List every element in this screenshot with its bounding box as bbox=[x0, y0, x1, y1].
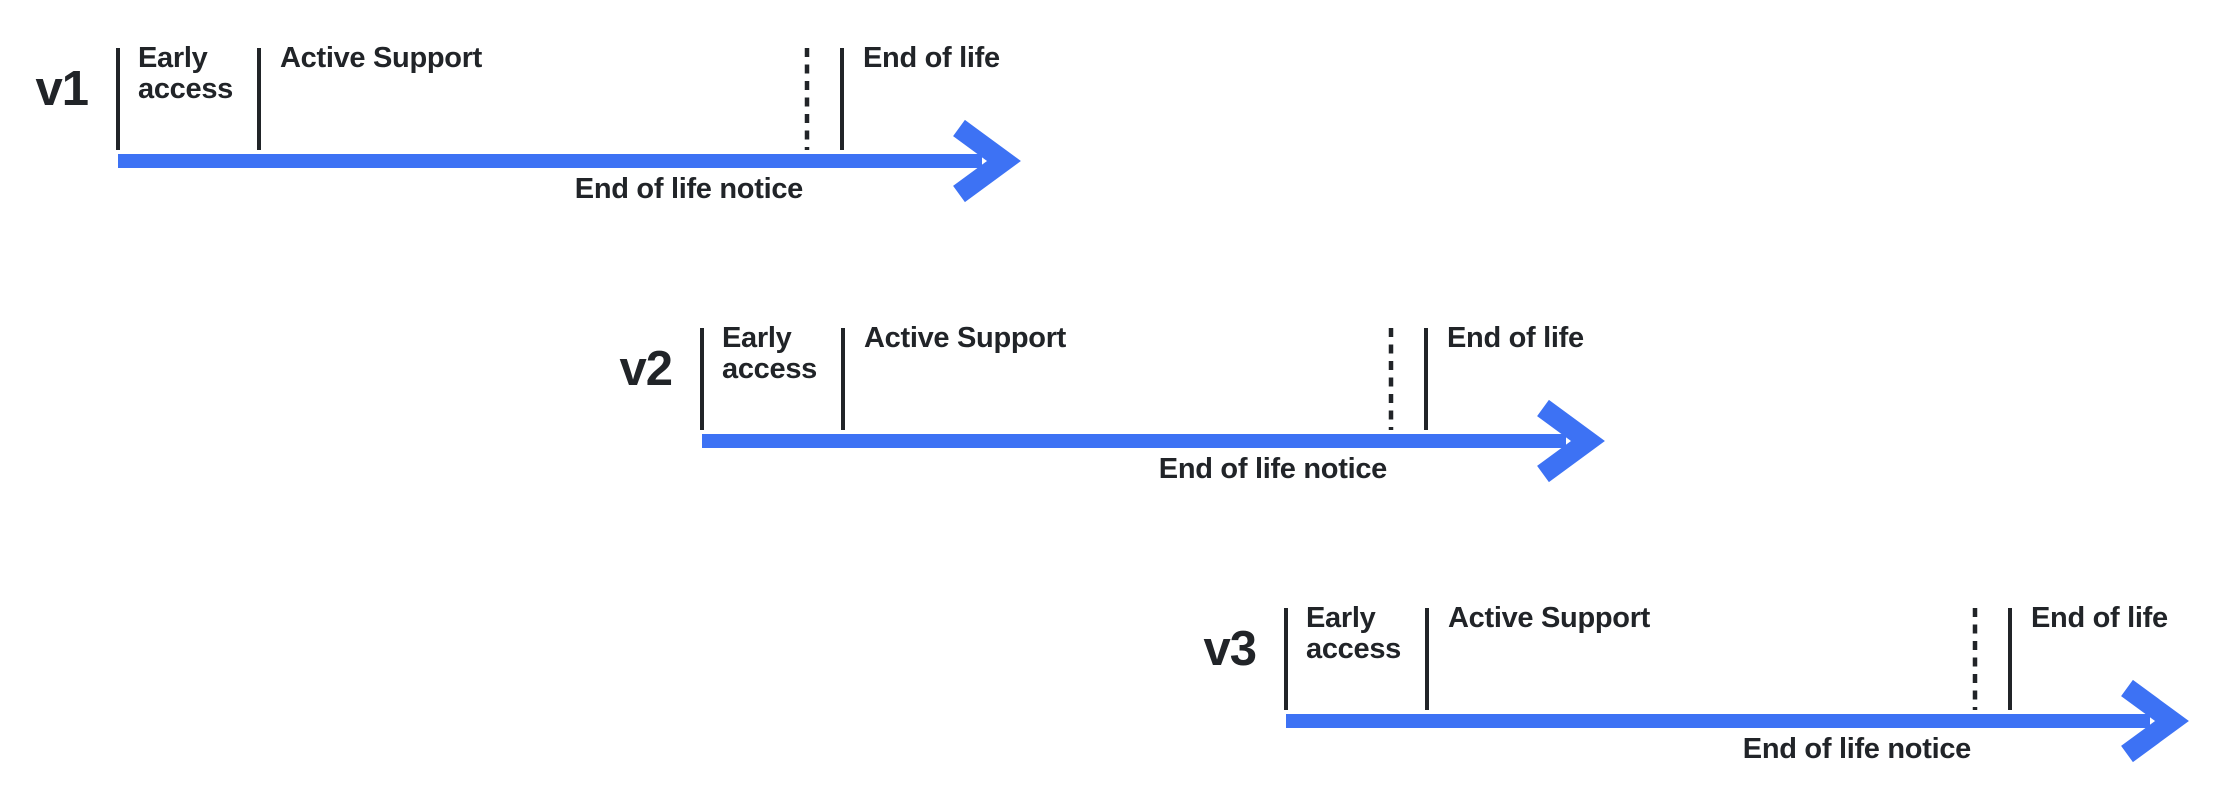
timeline-shaft bbox=[1286, 714, 2150, 728]
version-row-v3: v3 Early access Active Support End of li… bbox=[1203, 603, 2226, 788]
end-of-life-label: End of life bbox=[863, 42, 1000, 74]
early-access-label: Early access bbox=[722, 322, 817, 385]
version-label: v1 bbox=[35, 62, 89, 116]
active-support-label: Active Support bbox=[1448, 602, 1651, 634]
timeline-arrow bbox=[1284, 608, 2189, 763]
chevron-right-arrowhead-icon bbox=[1537, 399, 1605, 483]
timeline-arrow bbox=[700, 328, 1605, 483]
version-row-v1: v1 Early access Active Support End of li… bbox=[35, 43, 1058, 228]
end-of-life-notice-label: End of life notice bbox=[574, 173, 804, 205]
active-support-label: Active Support bbox=[864, 322, 1067, 354]
active-support-label: Active Support bbox=[280, 42, 483, 74]
end-of-life-notice-label: End of life notice bbox=[1742, 733, 1972, 765]
early-access-label: Early access bbox=[1306, 602, 1401, 665]
end-of-life-label: End of life bbox=[1447, 322, 1584, 354]
early-access-label: Early access bbox=[138, 42, 233, 105]
chevron-right-arrowhead-icon bbox=[2121, 679, 2189, 763]
end-of-life-notice-label: End of life notice bbox=[1158, 453, 1388, 485]
version-label: v3 bbox=[1203, 622, 1257, 676]
chevron-right-arrowhead-icon bbox=[953, 119, 1021, 203]
version-label: v2 bbox=[619, 342, 673, 396]
timeline-shaft bbox=[702, 434, 1566, 448]
timeline-shaft bbox=[118, 154, 982, 168]
version-row-v2: v2 Early access Active Support End of li… bbox=[619, 323, 1642, 508]
end-of-life-label: End of life bbox=[2031, 602, 2168, 634]
timeline-arrow bbox=[116, 48, 1021, 203]
